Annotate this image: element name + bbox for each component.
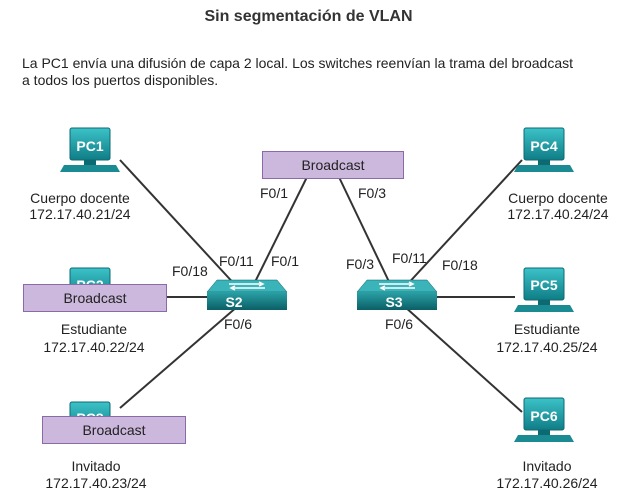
pc6-icon: [514, 397, 574, 442]
pc4-role: Cuerpo docente: [508, 190, 608, 206]
link-s3-pc6: [403, 305, 523, 413]
port-s1-f03: F0/3: [358, 185, 387, 201]
switch-s2: [206, 279, 288, 310]
port-s3-f018: F0/18: [442, 257, 478, 273]
pc6-role: Invitado: [522, 458, 572, 474]
link-s1-s3: [337, 174, 393, 289]
broadcast-tag-pc2: Broadcast: [23, 284, 167, 312]
port-s2-f018: F0/18: [172, 263, 208, 279]
switch-s3: [356, 279, 438, 310]
port-s3-f03: F0/3: [346, 256, 375, 272]
port-s2-f01: F0/1: [271, 253, 300, 269]
pc4-ip: 172.17.40.24/24: [507, 206, 609, 222]
s2-id: S2: [225, 294, 242, 310]
broadcast-tag-pc3: Broadcast: [42, 416, 186, 444]
pc3-ip: 172.17.40.23/24: [45, 475, 147, 491]
port-s2-f06: F0/6: [224, 316, 253, 332]
pc1-id: PC1: [76, 138, 103, 154]
pc2-ip: 172.17.40.22/24: [43, 339, 145, 355]
pc5-ip: 172.17.40.25/24: [496, 339, 598, 355]
pc1-ip: 172.17.40.21/24: [29, 206, 131, 222]
pc4-icon: [514, 127, 574, 172]
pc1-icon: [60, 127, 120, 172]
link-pc1-s2: [119, 159, 239, 289]
pc6-id: PC6: [530, 408, 557, 424]
diagram-title: Sin segmentación de VLAN: [204, 8, 413, 25]
link-pc3-s2: [119, 305, 239, 409]
broadcast-tag-s1: Broadcast: [262, 151, 404, 179]
link-s3-pc4: [403, 159, 523, 289]
pc5-id: PC5: [530, 277, 557, 293]
pc5-icon: [514, 267, 574, 312]
link-s2-s1: [251, 174, 309, 289]
port-s1-f01: F0/1: [260, 185, 289, 201]
pc6-ip: 172.17.40.26/24: [496, 475, 598, 491]
diagram-description: La PC1 envía una difusión de capa 2 loca…: [22, 55, 573, 88]
s3-id: S3: [385, 294, 402, 310]
port-s2-f011: F0/11: [219, 253, 254, 269]
pc3-role: Invitado: [71, 458, 121, 474]
pc5-role: Estudiante: [513, 321, 581, 337]
pc2-role: Estudiante: [60, 321, 128, 337]
port-s3-f06: F0/6: [385, 316, 414, 332]
pc4-id: PC4: [530, 138, 557, 154]
port-s3-f011: F0/11: [392, 250, 427, 266]
pc1-role: Cuerpo docente: [30, 190, 130, 206]
